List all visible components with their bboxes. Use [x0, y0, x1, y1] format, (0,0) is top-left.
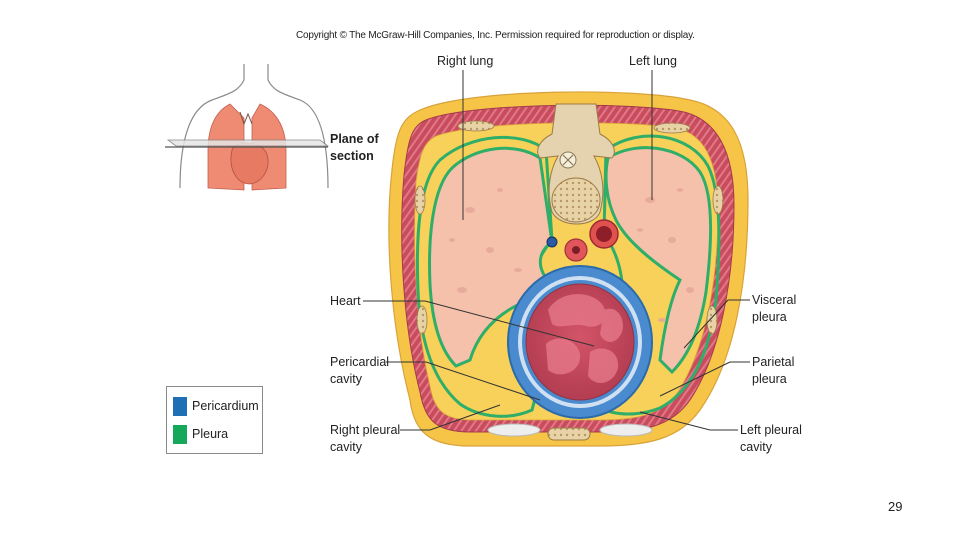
legend: Pericardium Pleura [166, 386, 263, 454]
label-left-pleural-cavity: Left pleural cavity [740, 422, 802, 456]
vena-cava [546, 236, 558, 248]
page-number: 29 [888, 499, 903, 514]
label-heart: Heart [330, 294, 361, 308]
copyright-notice: Copyright © The McGraw-Hill Companies, I… [296, 30, 695, 41]
label-visceral-line1: Visceral [752, 293, 797, 307]
label-parietal-line2: pleura [752, 372, 787, 386]
legend-label-pleura: Pleura [192, 427, 229, 441]
legend-item-pericardium: Pericardium [173, 396, 259, 416]
label-pericardial-cavity: Pericardial cavity [330, 354, 389, 388]
legend-label-pericardium: Pericardium [192, 399, 259, 413]
torso-thumbnail [165, 64, 330, 191]
sternum [547, 427, 591, 441]
label-visceral-pleura: Visceral pleura [752, 292, 796, 326]
label-pericardial-line2: cavity [330, 372, 362, 386]
label-parietal-pleura: Parietal pleura [752, 354, 794, 388]
legend-swatch-pleura [173, 424, 187, 444]
label-right-pleural-cavity: Right pleural cavity [330, 422, 400, 456]
label-visceral-line2: pleura [752, 310, 787, 324]
leader-lines [363, 70, 750, 431]
label-plane-line2: section [330, 149, 374, 163]
legend-item-pleura: Pleura [173, 424, 228, 444]
label-right-lung: Right lung [437, 54, 494, 68]
label-plane-of-section: Plane of section [330, 131, 379, 165]
label-left-pleural-line1: Left pleural [740, 423, 802, 437]
label-right-pleural-line1: Right pleural [330, 423, 401, 437]
label-left-lung: Left lung [629, 54, 677, 68]
label-plane-line1: Plane of [330, 132, 379, 146]
label-pericardial-line1: Pericardial [330, 355, 390, 369]
vertebra [537, 103, 615, 225]
left-lung [604, 146, 713, 375]
label-right-pleural-line2: cavity [330, 440, 362, 454]
cross-section [388, 91, 749, 447]
label-left-pleural-line2: cavity [740, 440, 772, 454]
legend-swatch-pericardium [173, 396, 187, 416]
label-parietal-line1: Parietal [752, 355, 795, 369]
